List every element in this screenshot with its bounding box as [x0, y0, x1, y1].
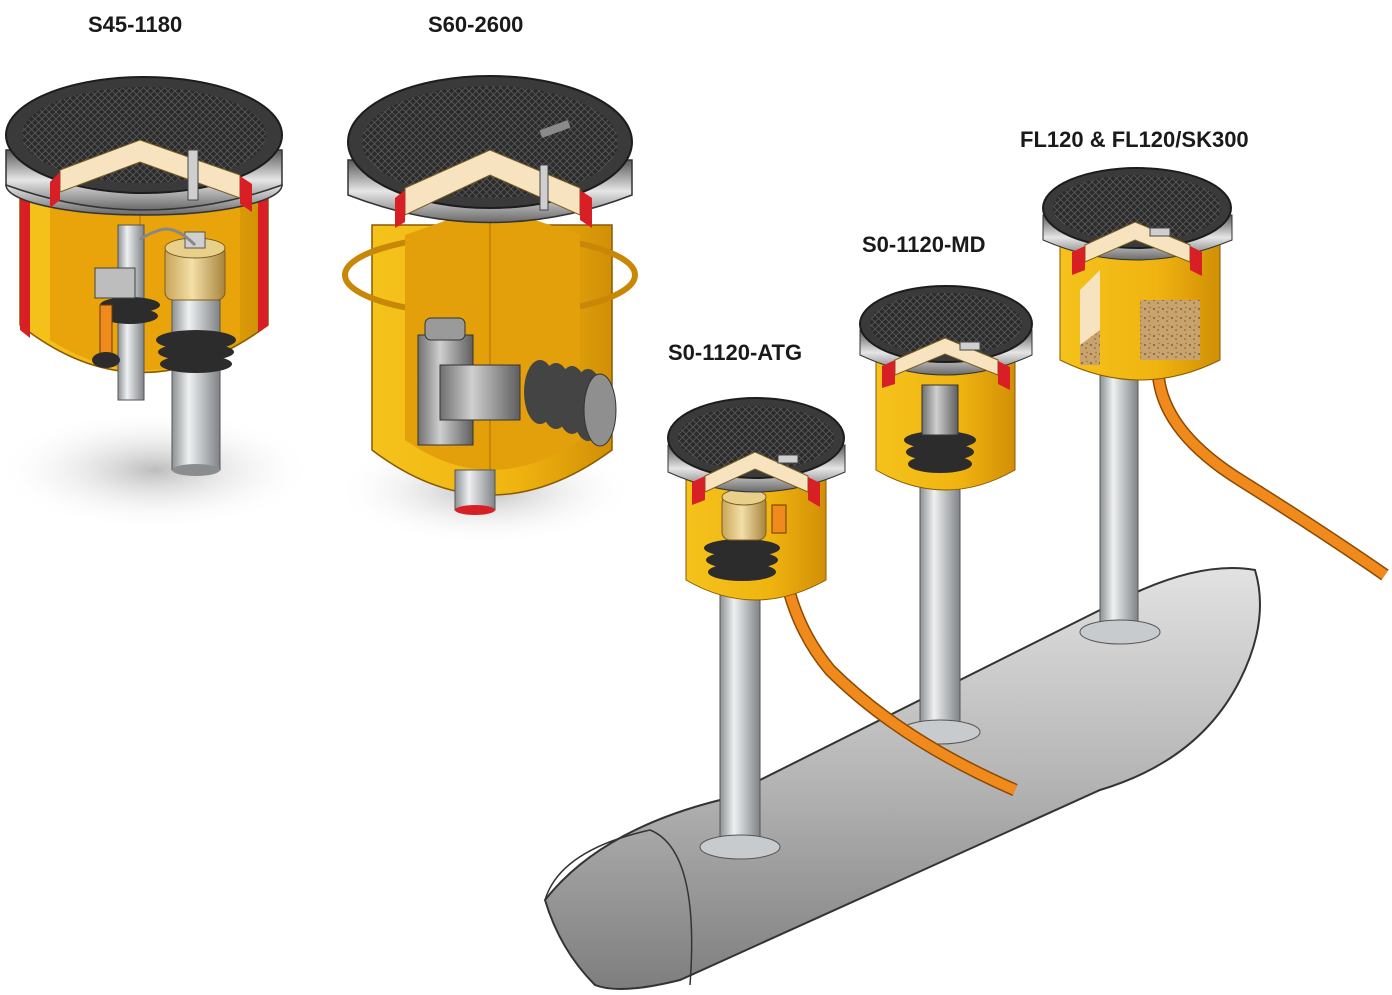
label-fl120: FL120 & FL120/SK300: [1020, 127, 1249, 152]
label-s45-1180: S45-1180: [88, 12, 183, 37]
tank: [543, 567, 1261, 990]
s0-1120-md-sump: [859, 285, 1033, 745]
label-s60-2600: S60-2600: [428, 12, 524, 37]
fl120-sump: [1042, 167, 1389, 645]
s0-1120-atg-sump: [667, 397, 1018, 860]
label-s0-1120-md: S0-1120-MD: [862, 232, 986, 257]
s60-2600-sump: [335, 75, 638, 545]
label-s0-1120-atg: S0-1120-ATG: [668, 340, 803, 365]
s45-1180-sump: [0, 76, 315, 530]
